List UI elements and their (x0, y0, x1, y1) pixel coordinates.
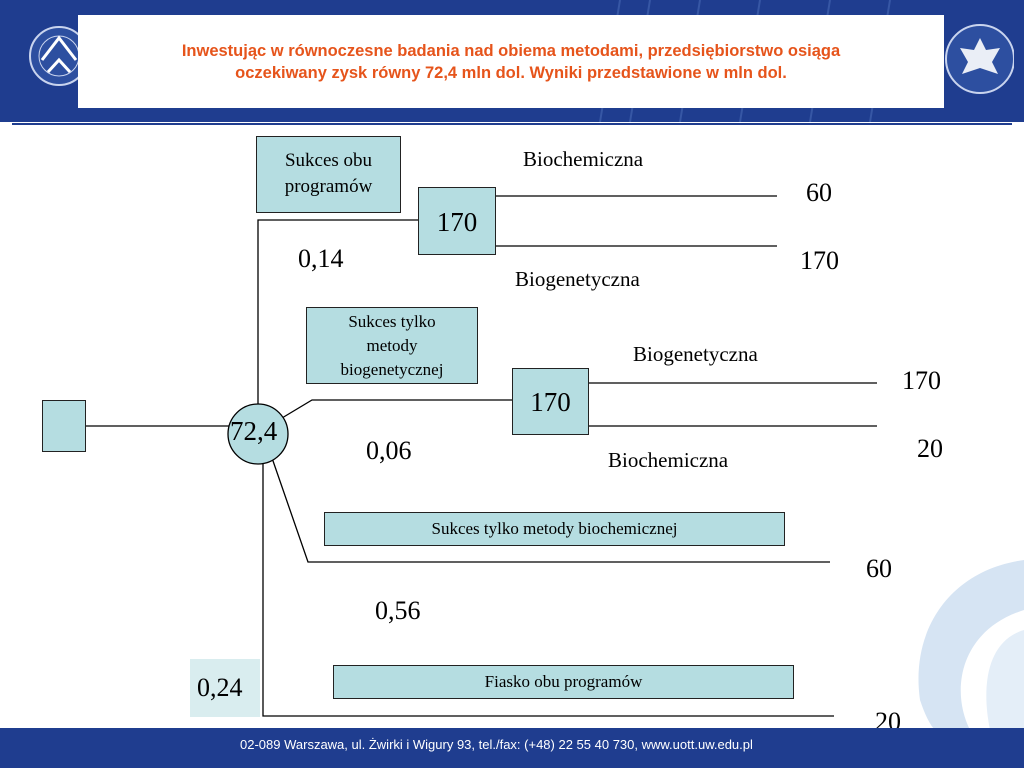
branch2-upper-label: Biogenetyczna (633, 342, 758, 366)
branch1-lower-label: Biogenetyczna (515, 267, 640, 291)
branch1-upper-label: Biochemiczna (523, 147, 644, 171)
branch1-label-box: Sukces obu programów (256, 136, 401, 213)
branch2-probability: 0,06 (366, 436, 412, 465)
branch2-lower-label: Biochemiczna (608, 448, 729, 472)
root-value: 72,4 (230, 416, 278, 446)
branch2-lower-payoff: 20 (917, 434, 943, 463)
title-line-1: Inwestując w równoczesne badania nad obi… (181, 42, 841, 60)
page-title: Inwestując w równoczesne badania nad obi… (78, 40, 944, 84)
branch2-edge (281, 399, 512, 419)
footer-bar (0, 728, 1024, 768)
branch1-node: 170 (418, 187, 496, 255)
branch1-probability: 0,14 (298, 244, 344, 273)
branch1-label-line2: programów (284, 176, 373, 197)
branch2-upper-payoff: 170 (902, 366, 941, 395)
branch4-probability-box (190, 659, 260, 717)
branch1-edge (257, 219, 418, 405)
title-line-2: oczekiwany zysk równy 72,4 mln dol. Wyni… (235, 64, 787, 82)
branch3-label-box: Sukces tylko metody biochemicznej (324, 512, 785, 546)
footer-contact: 02-089 Warszawa, ul. Żwirki i Wigury 93,… (240, 737, 753, 752)
branch2-label-line1: Sukces tylko (348, 312, 436, 331)
background-swoosh (918, 560, 1024, 730)
title-panel (78, 15, 944, 108)
root-chance-node (227, 403, 289, 465)
branch1-label-line1: Sukces obu (284, 150, 373, 171)
branch4-label-box: Fiasko obu programów (333, 665, 794, 699)
branch1-upper-payoff: 60 (806, 178, 832, 207)
branch4-edge (262, 460, 834, 717)
branch1-lower-payoff: 170 (800, 246, 839, 275)
branch2-label-line2: metody (366, 336, 418, 355)
branch3-edge (271, 457, 830, 563)
branch4-probability: 0,24 (197, 673, 243, 702)
header-divider (12, 123, 1012, 125)
branch2-node: 170 (512, 368, 589, 435)
branch3-payoff: 60 (866, 554, 892, 583)
decision-node (42, 400, 86, 452)
branch3-probability: 0,56 (375, 596, 421, 625)
branch2-label-box: Sukces tylko metody biogenetycznej (306, 307, 478, 384)
branch2-label-line3: biogenetycznej (340, 360, 444, 379)
